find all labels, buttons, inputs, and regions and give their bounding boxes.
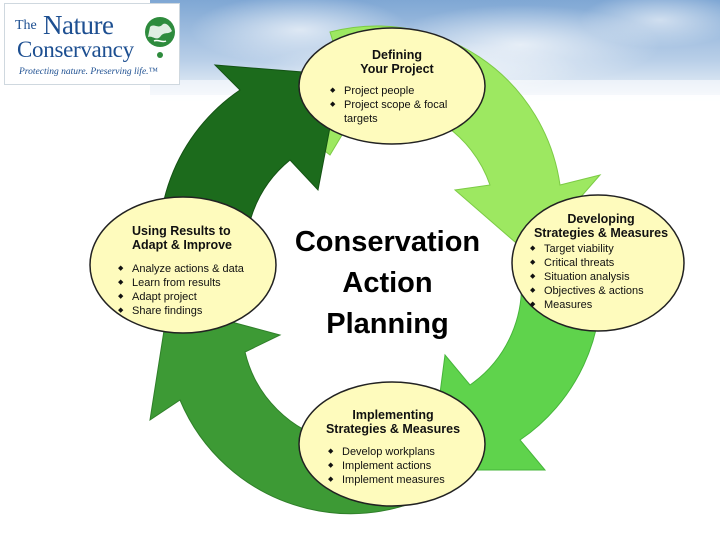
list-item: Target viability (522, 242, 686, 256)
center-title-line1: Conservation (285, 222, 490, 263)
list-item: Share findings (110, 304, 270, 318)
node-using-list: Analyze actions & data Learn from result… (110, 262, 270, 318)
list-item: Project scope & focal targets (322, 98, 472, 126)
node-implementing-title: Implementing Strategies & Measures (312, 408, 474, 436)
node-developing: Developing Strategies & Measures Target … (516, 212, 686, 312)
list-item: Critical threats (522, 256, 686, 270)
node-using-title-line2: Adapt & Improve (132, 238, 270, 252)
list-item: Implement actions (320, 459, 474, 473)
logo-the: The (15, 18, 37, 34)
logo-conservancy: Conservancy (17, 37, 134, 63)
center-title-line3: Planning (285, 304, 490, 345)
center-title-line2: Action (285, 263, 490, 304)
node-using-title-line1: Using Results to (132, 224, 270, 238)
node-implementing-list: Develop workplans Implement actions Impl… (320, 445, 474, 487)
node-implementing-title-line2: Strategies & Measures (312, 422, 474, 436)
node-using-title: Using Results to Adapt & Improve (110, 224, 270, 252)
list-item: Project people (322, 84, 472, 98)
list-item: Situation analysis (522, 270, 686, 284)
node-defining-title-line2: Your Project (322, 62, 472, 76)
node-defining-title: Defining Your Project (322, 48, 472, 76)
list-item: Develop workplans (320, 445, 474, 459)
node-developing-title-line1: Developing (516, 212, 686, 226)
center-title: Conservation Action Planning (285, 222, 490, 345)
node-defining-title-line1: Defining (322, 48, 472, 62)
node-implementing: Implementing Strategies & Measures Devel… (312, 408, 474, 487)
list-item: Objectives & actions (522, 284, 686, 298)
node-implementing-title-line1: Implementing (312, 408, 474, 422)
nature-conservancy-logo: The Nature Conservancy Protecting nature… (4, 3, 180, 85)
list-item: Implement measures (320, 473, 474, 487)
node-defining-list: Project people Project scope & focal tar… (322, 84, 472, 126)
list-item: Adapt project (110, 290, 270, 304)
globe-leaf-icon (144, 15, 176, 61)
node-developing-title: Developing Strategies & Measures (516, 212, 686, 240)
logo-tagline: Protecting nature. Preserving life.™ (19, 67, 158, 77)
node-developing-list: Target viability Critical threats Situat… (522, 242, 686, 312)
list-item: Analyze actions & data (110, 262, 270, 276)
node-developing-title-line2: Strategies & Measures (516, 226, 686, 240)
node-using: Using Results to Adapt & Improve Analyze… (110, 224, 270, 318)
list-item: Measures (522, 298, 686, 312)
list-item: Learn from results (110, 276, 270, 290)
node-defining: Defining Your Project Project people Pro… (322, 48, 472, 126)
